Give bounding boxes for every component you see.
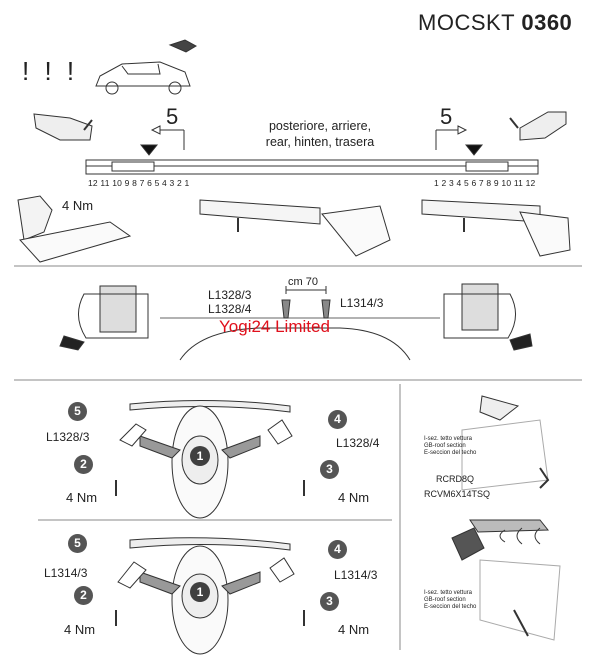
rear-label-line-1: posteriore, arriere, xyxy=(268,119,372,133)
side-label-it-2: I-sez. tetto vettura xyxy=(424,590,473,596)
bottom-right-code: L1314/3 xyxy=(334,568,378,582)
code-l1328-4: L1328/4 xyxy=(208,302,252,316)
watermark: Yogi24 Limited xyxy=(219,317,330,336)
bottom-step-5-badge: 5 xyxy=(68,534,87,553)
side-label-es: E-seccion del techo xyxy=(424,450,477,456)
top-step-4-badge: 4 xyxy=(328,410,347,429)
part-rcvm6x14tsq: RCVM6X14TSQ xyxy=(424,489,491,499)
left-foot-block-icon xyxy=(33,113,93,141)
top-left-code: L1328/3 xyxy=(46,430,90,444)
side-label-it: I-sez. tetto vettura xyxy=(424,436,473,442)
left-tick-scale: 12 11 10 9 8 7 6 5 4 3 2 1 xyxy=(88,178,190,188)
right-tick-scale: 1 2 3 4 5 6 7 8 9 10 11 12 xyxy=(434,178,536,188)
side-section-label-top: I-sez. tetto vettura GB-roof section E-s… xyxy=(424,436,476,457)
right-step-number: 5 xyxy=(440,104,453,129)
top-right-torque: 4 Nm xyxy=(338,490,370,505)
title-prefix: MOCSKT xyxy=(418,10,515,35)
warning-marks: ! ! ! xyxy=(22,56,79,86)
bottom-step-2-badge: 2 xyxy=(74,586,93,605)
left-step-number: 5 xyxy=(166,104,179,129)
bottom-step-4-badge: 4 xyxy=(328,540,347,559)
right-foot-block-icon xyxy=(519,111,567,141)
bottom-left-torque: 4 Nm xyxy=(64,622,96,637)
top-step-2-badge: 2 xyxy=(74,455,93,474)
car-rear-hatch-icon xyxy=(95,39,198,95)
code-l1314-3: L1314/3 xyxy=(340,296,384,310)
rear-label-line-2: rear, hinten, trasera xyxy=(265,135,375,149)
rail-bar xyxy=(85,159,539,175)
document-title: MOCSKT 0360 xyxy=(418,10,572,36)
bottom-right-torque: 4 Nm xyxy=(338,622,370,637)
top-right-code: L1328/4 xyxy=(336,436,380,450)
side-label-gb-2: GB-roof section xyxy=(424,597,466,603)
bar-spacing-label: cm 70 xyxy=(288,276,318,288)
code-l1328-3: L1328/3 xyxy=(208,288,252,302)
rear-direction-label: posteriore, arriere, rear, hinten, trase… xyxy=(250,118,390,150)
top-left-torque: 4 Nm xyxy=(66,490,98,505)
side-section-label-bottom: I-sez. tetto vettura GB-roof section E-s… xyxy=(424,590,476,611)
top-step-5-badge: 5 xyxy=(68,402,87,421)
bottom-step-1-badge: 1 xyxy=(190,582,210,602)
top-step-3-badge: 3 xyxy=(320,460,339,479)
side-label-es-2: E-seccion del techo xyxy=(424,604,477,610)
title-code: 0360 xyxy=(521,10,573,35)
part-rcrd8q: RCRD8Q xyxy=(436,474,475,484)
side-label-gb: GB-roof section xyxy=(424,443,466,449)
top-step-1-badge: 1 xyxy=(190,446,210,466)
bottom-left-code: L1314/3 xyxy=(44,566,88,580)
bottom-step-3-badge: 3 xyxy=(320,592,339,611)
rail-torque-label: 4 Nm xyxy=(62,198,94,213)
